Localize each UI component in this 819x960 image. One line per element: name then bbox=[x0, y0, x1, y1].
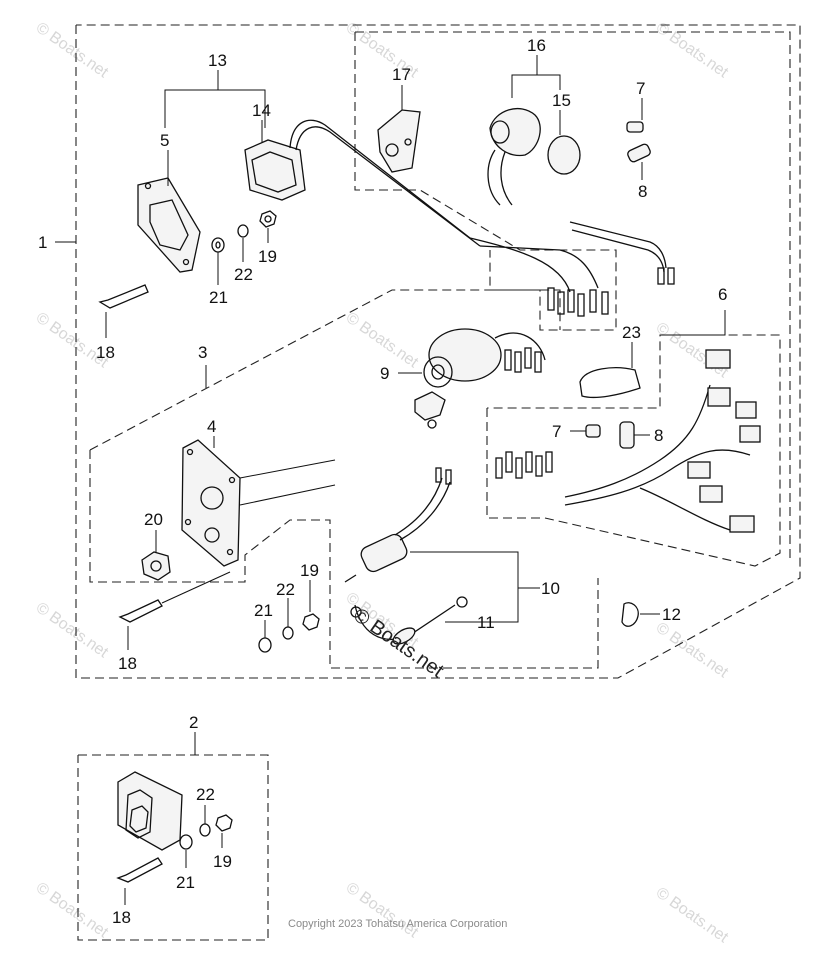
label-11: 11 bbox=[477, 613, 495, 632]
cover-boot-14 bbox=[244, 119, 481, 247]
label-12: 12 bbox=[662, 605, 681, 624]
copyright-notice: Copyright 2023 Tohatsu America Corporati… bbox=[288, 918, 507, 930]
screw-18-top bbox=[98, 284, 149, 338]
mounting-plate-5 bbox=[137, 150, 201, 273]
label-4: 4 bbox=[207, 417, 216, 436]
watermark: © Boats.net bbox=[653, 19, 732, 81]
kit-outline-top bbox=[354, 32, 617, 331]
leader-10 bbox=[410, 551, 519, 623]
label-2: 2 bbox=[189, 713, 198, 732]
label-23: 23 bbox=[622, 323, 641, 342]
panel-3-outline bbox=[89, 450, 599, 669]
clamp-23 bbox=[579, 342, 641, 399]
pin-7-mid bbox=[570, 424, 601, 438]
label-19-top: 19 bbox=[258, 247, 277, 266]
watermark: © Boats.net bbox=[653, 619, 732, 681]
sleeve-8-mid bbox=[619, 421, 650, 449]
kit-outline-right bbox=[355, 31, 791, 560]
label-20: 20 bbox=[144, 510, 163, 529]
watermark: © Boats.net bbox=[33, 309, 112, 371]
label-19-mid: 19 bbox=[300, 561, 319, 580]
label-3: 3 bbox=[198, 343, 207, 362]
leader-16 bbox=[511, 74, 561, 98]
solenoid-10 bbox=[344, 467, 452, 583]
label-18-bottom: 18 bbox=[112, 908, 131, 927]
harness-6-outline bbox=[486, 334, 781, 567]
screw-18-mid bbox=[118, 571, 231, 650]
label-8-mid: 8 bbox=[654, 426, 663, 445]
watermark: © Boats.net bbox=[33, 599, 112, 661]
label-14: 14 bbox=[252, 101, 271, 120]
clip-12 bbox=[621, 602, 660, 627]
assembly-1-outline bbox=[55, 24, 801, 679]
watermark: © Boats.net bbox=[33, 19, 112, 81]
lens-15 bbox=[547, 110, 581, 175]
hardware-mid bbox=[258, 580, 320, 653]
label-22-top: 22 bbox=[234, 265, 253, 284]
assembly-2-outline bbox=[77, 732, 269, 941]
label-22-mid: 22 bbox=[276, 580, 295, 599]
label-18-mid: 18 bbox=[118, 654, 137, 673]
label-7-mid: 7 bbox=[552, 422, 561, 441]
callout-labels: 1 13 5 14 21 22 19 18 17 16 15 7 8 6 23 … bbox=[38, 36, 727, 927]
wire-14 bbox=[469, 237, 599, 293]
label-22-bottom: 22 bbox=[196, 785, 215, 804]
hardware-top bbox=[211, 210, 277, 285]
label-21-top: 21 bbox=[209, 288, 228, 307]
connector-bundle-14 bbox=[547, 287, 609, 317]
lamp-socket-16 bbox=[487, 107, 541, 206]
label-7-top: 7 bbox=[636, 79, 645, 98]
fuse-lead-11 bbox=[350, 596, 468, 645]
label-13: 13 bbox=[208, 51, 227, 70]
watermark: © Boats.net bbox=[343, 879, 422, 941]
label-17: 17 bbox=[392, 65, 411, 84]
switch-plate-4 bbox=[181, 436, 336, 567]
watermark: © Boats.net bbox=[343, 309, 422, 371]
label-21-mid: 21 bbox=[254, 601, 273, 620]
label-15: 15 bbox=[552, 91, 571, 110]
watermark: © Boats.net bbox=[653, 884, 732, 946]
label-8-top: 8 bbox=[638, 182, 647, 201]
rocker-switch-2 bbox=[116, 771, 233, 905]
label-19-bottom: 19 bbox=[213, 852, 232, 871]
label-16: 16 bbox=[527, 36, 546, 55]
center-watermark: © Boats.net bbox=[349, 604, 448, 682]
leader-13 bbox=[164, 89, 266, 128]
nut-20 bbox=[141, 530, 171, 581]
sleeve-8-top bbox=[627, 143, 651, 180]
watermark: © Boats.net bbox=[33, 879, 112, 941]
bracket-17 bbox=[377, 85, 421, 173]
key-switch-9 bbox=[398, 328, 546, 429]
label-6: 6 bbox=[718, 285, 727, 304]
wire-harness-6 bbox=[495, 349, 761, 533]
label-5: 5 bbox=[160, 131, 169, 150]
label-18-top: 18 bbox=[96, 343, 115, 362]
label-10: 10 bbox=[541, 579, 560, 598]
label-9: 9 bbox=[380, 364, 389, 383]
label-1: 1 bbox=[38, 233, 47, 252]
pin-7-top bbox=[626, 98, 644, 133]
label-21-bottom: 21 bbox=[176, 873, 195, 892]
panel-3-outline-top bbox=[89, 289, 561, 451]
